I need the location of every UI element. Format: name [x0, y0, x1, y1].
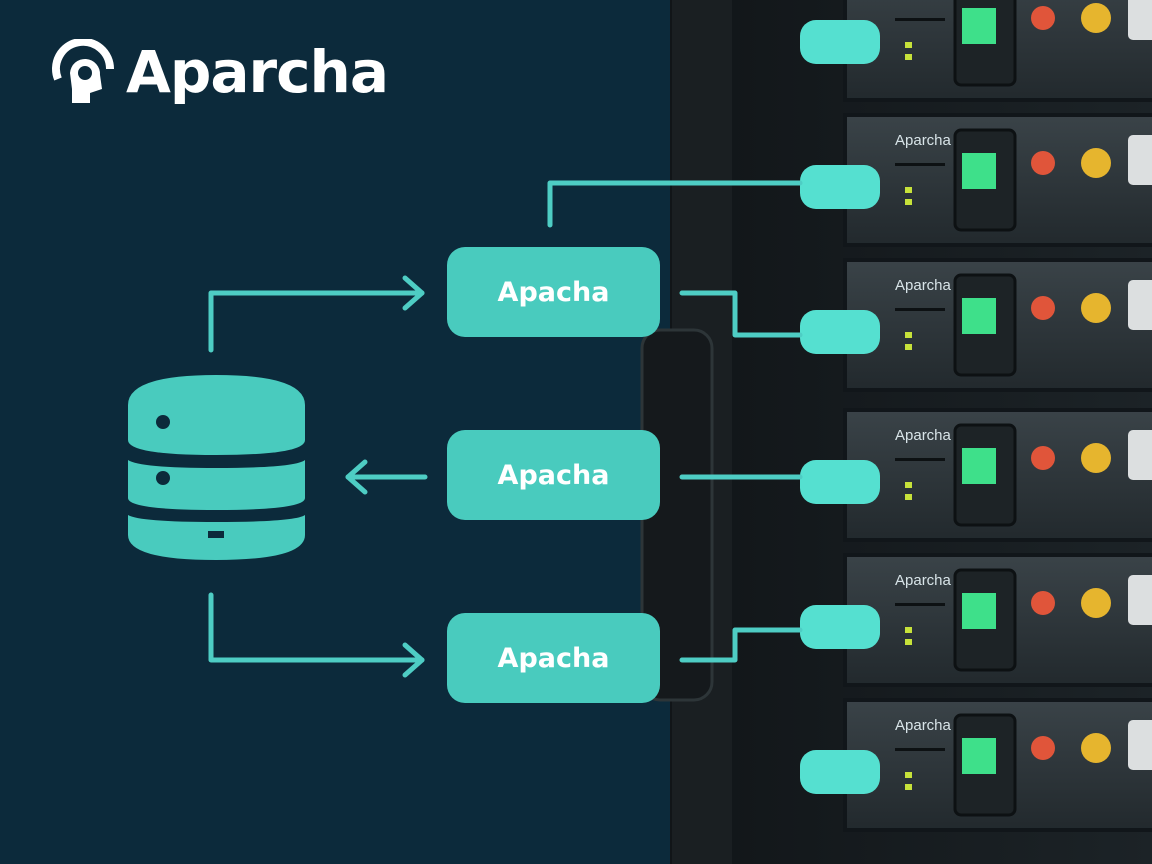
red-button [1031, 296, 1055, 320]
head-signal-icon [52, 39, 115, 103]
yellow-button [1081, 588, 1111, 618]
yellow-button [1081, 3, 1111, 33]
arrow-right-icon [402, 642, 425, 678]
status-screen [962, 153, 996, 189]
server-unit: Aparcha [800, 408, 1152, 542]
server-label: Aparcha [895, 427, 952, 444]
red-button [1031, 6, 1055, 30]
connector-service-1-top [547, 180, 803, 228]
connector-db-to-service-1 [208, 290, 425, 353]
connector-service-3-right [679, 627, 803, 663]
server-label: Aparcha [895, 717, 952, 734]
server-unit: Aparcha [800, 258, 1152, 392]
red-button [1031, 736, 1055, 760]
service-box-2: Apacha [447, 430, 660, 520]
cable-plug [800, 460, 880, 504]
server-label: Aparcha [895, 572, 952, 589]
red-button [1031, 446, 1055, 470]
connector-service-1-right [679, 290, 803, 338]
server-label: Aparcha [895, 132, 952, 149]
server-label: Aparcha [895, 277, 952, 294]
server-unit: Aparcha [800, 553, 1152, 687]
cable-plug [800, 750, 880, 794]
cable-plug [800, 605, 880, 649]
connector-db-to-service-3 [208, 592, 425, 663]
cable-plug [800, 165, 880, 209]
yellow-button [1081, 733, 1111, 763]
arrow-left-icon [345, 459, 368, 495]
yellow-button [1081, 293, 1111, 323]
status-screen [962, 738, 996, 774]
service-box-3: Apacha [447, 613, 660, 703]
arrow-right-icon [402, 275, 425, 311]
brand-logo: Aparcha [50, 38, 389, 106]
status-screen [962, 298, 996, 334]
cable-plug [800, 310, 880, 354]
red-button [1031, 591, 1055, 615]
connectors [208, 180, 803, 678]
yellow-button [1081, 148, 1111, 178]
status-screen [962, 593, 996, 629]
service-box-1: Apacha [447, 247, 660, 337]
brand-name: Aparcha [126, 38, 389, 106]
yellow-button [1081, 443, 1111, 473]
database-icon [128, 375, 305, 560]
cable-plug [800, 20, 880, 64]
server-unit: Aparcha [800, 698, 1152, 832]
server-unit [800, 0, 1152, 102]
server-unit: Aparcha [800, 113, 1152, 247]
status-screen [962, 448, 996, 484]
status-screen [962, 8, 996, 44]
red-button [1031, 151, 1055, 175]
